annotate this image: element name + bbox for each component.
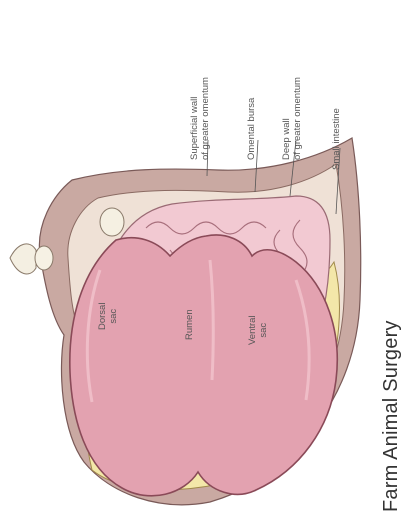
- label-rumen: Rumen: [185, 309, 196, 340]
- label-dorsal-sac: Dorsal sac: [98, 303, 120, 330]
- label-deep-wall: Deep wall of greater omentum: [282, 77, 304, 160]
- label-omental-bursa: Omental bursa: [247, 98, 258, 160]
- book-title: Farm Animal Surgery: [380, 320, 403, 512]
- label-small-intestine: Small intestine: [332, 108, 343, 170]
- kidney-left: [100, 208, 124, 236]
- label-ventral-sac: Ventral sac: [248, 315, 270, 345]
- vertebra: [10, 244, 53, 274]
- label-superficial-wall: Superficial wall of greater omentum: [190, 77, 212, 160]
- rumen: [70, 235, 337, 496]
